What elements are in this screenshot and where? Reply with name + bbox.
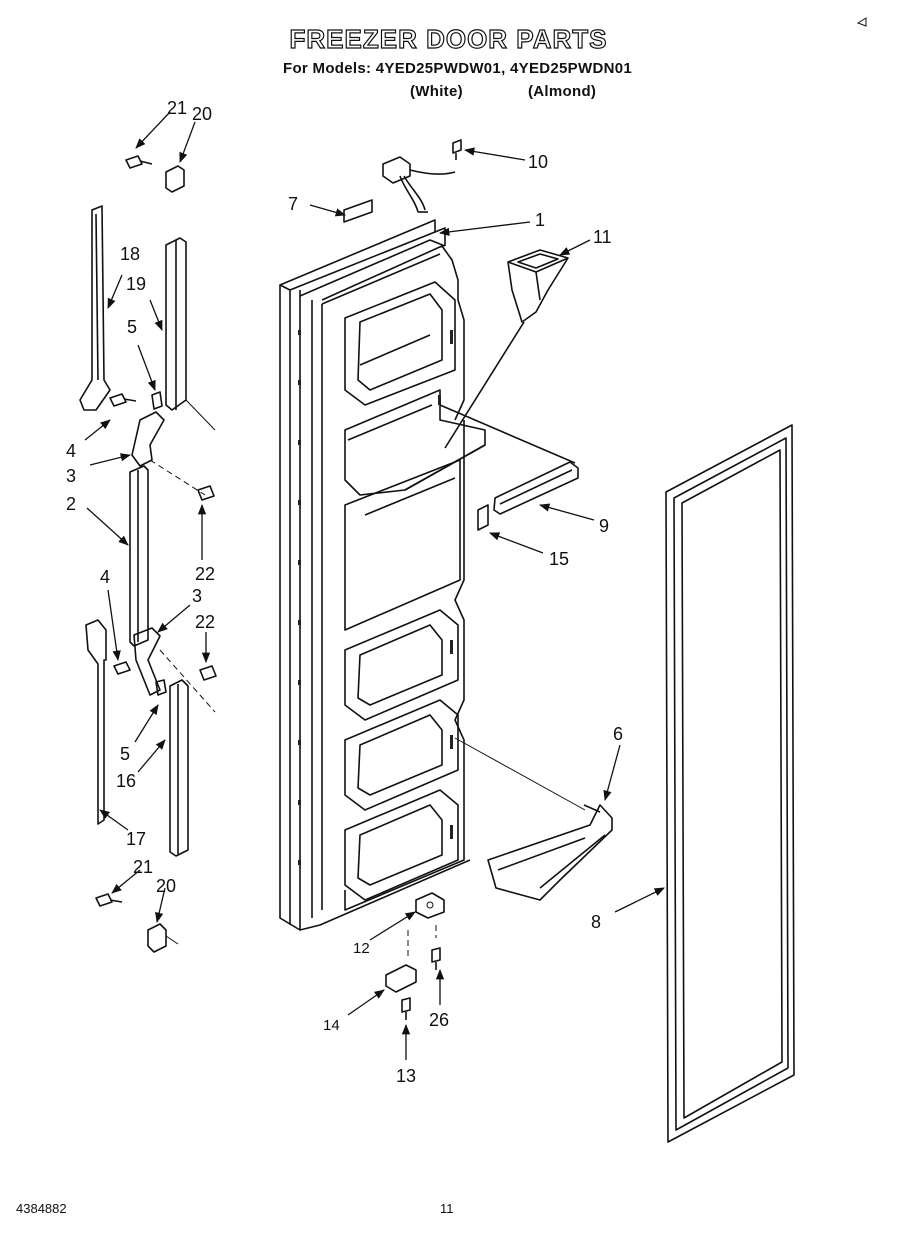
callout-10: 10 (528, 152, 548, 172)
models-line: For Models: 4YED25PWDW01, 4YED25PWDN01 (283, 60, 632, 77)
callout-1: 1 (535, 210, 545, 230)
callout-5b: 5 (120, 744, 130, 764)
callout-22a: 22 (195, 564, 215, 584)
callout-19: 19 (126, 274, 146, 294)
trim-clip (477, 504, 489, 531)
callout-17: 17 (126, 829, 146, 849)
callout-9: 9 (599, 516, 609, 536)
wire-harness (382, 139, 462, 213)
door-bin (454, 737, 613, 901)
leader-lines (84, 111, 665, 1060)
callout-26: 26 (429, 1010, 449, 1030)
document-number: 4384882 (16, 1201, 67, 1216)
callout-21a: 21 (167, 98, 187, 118)
callout-7: 7 (288, 194, 298, 214)
corner-mark (856, 17, 867, 27)
page-number: 11 (440, 1201, 454, 1216)
variant-white: (White) (410, 83, 463, 100)
callout-2: 2 (66, 494, 76, 514)
callout-21b: 21 (133, 857, 153, 877)
callout-14: 14 (323, 1017, 340, 1034)
callout-11: 11 (593, 227, 612, 247)
page-title: FREEZER DOOR PARTS (289, 23, 608, 54)
callout-4a: 4 (66, 441, 76, 461)
callout-6: 6 (613, 724, 623, 744)
callout-20b: 20 (156, 876, 176, 896)
ice-chute (444, 249, 569, 449)
callout-20a: 20 (192, 104, 212, 124)
label-plate (343, 199, 373, 223)
callout-15: 15 (549, 549, 569, 569)
callout-4b: 4 (100, 567, 110, 587)
callout-3a: 3 (66, 466, 76, 486)
callout-5a: 5 (127, 317, 137, 337)
callout-22b: 22 (195, 612, 215, 632)
door-gasket (665, 424, 795, 1143)
hinge-and-trim-parts-left (79, 155, 217, 953)
bottom-hinge-parts (385, 892, 445, 1020)
callout-16: 16 (116, 771, 136, 791)
freezer-door (279, 219, 486, 931)
callouts: 21 20 10 7 1 11 18 19 5 4 3 2 22 9 15 4 … (66, 98, 623, 1086)
callout-13: 13 (396, 1066, 416, 1086)
callout-12: 12 (353, 940, 370, 957)
callout-3b: 3 (192, 586, 202, 606)
callout-18: 18 (120, 244, 140, 264)
trim-strip (439, 404, 579, 515)
callout-8: 8 (591, 912, 601, 932)
variant-almond: (Almond) (528, 83, 597, 100)
